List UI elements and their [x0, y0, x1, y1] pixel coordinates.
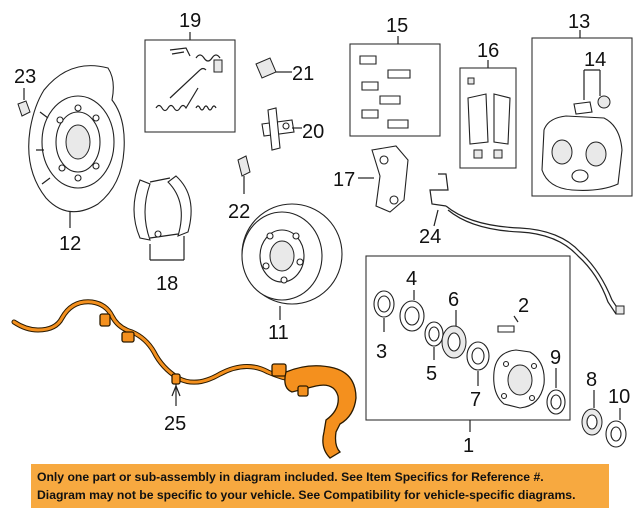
part-13-caliper	[541, 30, 623, 191]
callout-12: 12	[59, 233, 81, 255]
callout-4: 4	[406, 268, 417, 290]
callout-8: 8	[586, 369, 597, 391]
part-15-guide-pins	[359, 36, 411, 129]
callout-14: 14	[584, 49, 606, 71]
part-14-pistons	[573, 69, 611, 115]
callout-23: 23	[14, 66, 36, 88]
callout-10: 10	[608, 386, 630, 408]
callout-1: 1	[463, 435, 474, 457]
part-21-clip	[255, 57, 292, 79]
box-1	[365, 255, 571, 421]
box-15	[349, 43, 441, 137]
notice-banner: Only one part or sub-assembly in diagram…	[31, 464, 609, 508]
part-25-abs-sensor-harness	[11, 299, 357, 459]
callout-3: 3	[376, 341, 387, 363]
notice-line-1: Only one part or sub-assembly in diagram…	[37, 470, 544, 484]
callout-22: 22	[228, 201, 250, 223]
callout-20: 20	[302, 121, 324, 143]
part-8-bearing	[581, 390, 603, 436]
part-1-hub-assembly	[373, 290, 566, 432]
box-13	[531, 37, 633, 197]
callout-13: 13	[568, 11, 590, 33]
callout-21: 21	[292, 63, 314, 85]
callout-16: 16	[477, 40, 499, 62]
callout-17: 17	[333, 169, 355, 191]
callout-7: 7	[470, 389, 481, 411]
callout-5: 5	[426, 363, 437, 385]
part-16-brake-pads	[467, 60, 511, 159]
box-19	[144, 39, 236, 133]
callout-18: 18	[156, 273, 178, 295]
part-19-spring-kit	[155, 32, 223, 112]
callout-6: 6	[448, 289, 459, 311]
part-22-sensor-bolt	[237, 155, 251, 194]
notice-line-2: Diagram may not be specific to your vehi…	[37, 488, 576, 502]
callout-9: 9	[550, 347, 561, 369]
part-23-clip	[17, 88, 31, 117]
part-10-seal	[605, 408, 627, 448]
part-11-rotor	[241, 203, 343, 320]
part-24-brake-hose	[429, 173, 625, 315]
part-18-brake-shoes	[133, 175, 192, 261]
callout-2: 2	[518, 295, 529, 317]
callout-11: 11	[268, 322, 289, 344]
part-17-caliper-bracket	[358, 145, 409, 213]
callout-24: 24	[419, 226, 441, 248]
part-20-adjuster	[261, 107, 302, 151]
callout-15: 15	[386, 15, 408, 37]
callout-19: 19	[179, 10, 201, 32]
part-12-backing-plate	[28, 65, 125, 228]
callout-25: 25	[164, 413, 186, 435]
